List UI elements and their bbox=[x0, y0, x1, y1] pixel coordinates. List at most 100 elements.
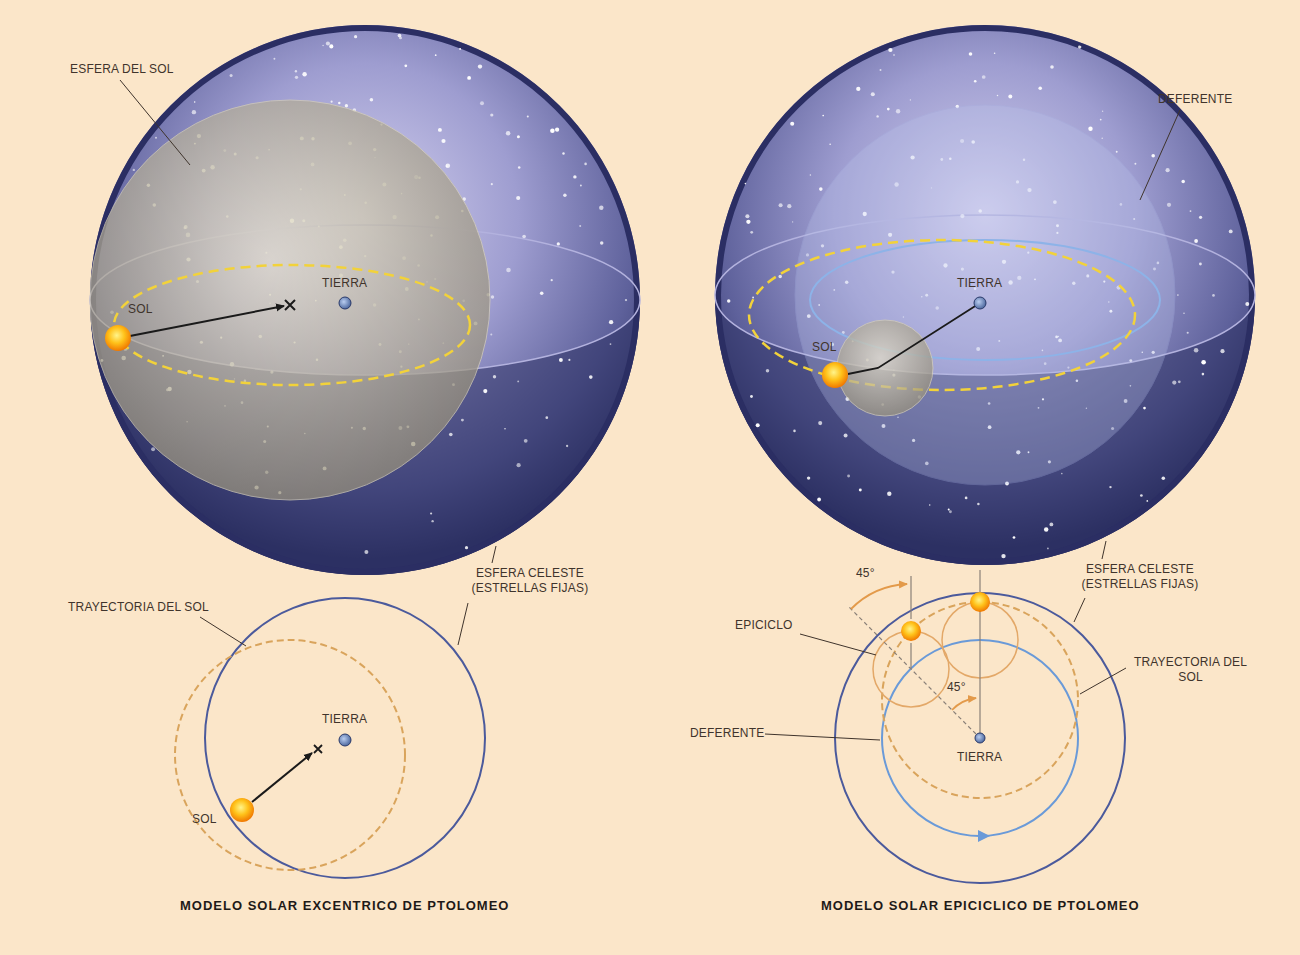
radius-arrow bbox=[130, 306, 284, 336]
star bbox=[524, 439, 528, 443]
star bbox=[817, 498, 821, 502]
star bbox=[949, 510, 952, 513]
star bbox=[819, 187, 823, 191]
star bbox=[527, 115, 529, 117]
star bbox=[1008, 94, 1012, 98]
star bbox=[404, 64, 407, 67]
sun-path bbox=[114, 265, 470, 385]
star bbox=[435, 54, 437, 56]
star bbox=[338, 102, 340, 104]
star bbox=[779, 203, 783, 207]
star bbox=[1190, 210, 1192, 212]
star bbox=[1245, 302, 1249, 306]
leader-lines bbox=[120, 80, 1180, 740]
star bbox=[1109, 486, 1111, 488]
sun bbox=[901, 621, 921, 641]
star bbox=[568, 359, 570, 361]
part-label: TIERRA bbox=[957, 276, 1002, 291]
star bbox=[745, 214, 749, 218]
star bbox=[540, 292, 544, 296]
star bbox=[133, 169, 135, 171]
star bbox=[750, 231, 753, 234]
star bbox=[599, 205, 603, 209]
star bbox=[887, 108, 890, 111]
star bbox=[322, 45, 324, 47]
star bbox=[822, 115, 824, 117]
reference-line bbox=[910, 643, 911, 669]
star bbox=[446, 163, 451, 168]
star bbox=[929, 504, 931, 506]
star bbox=[516, 196, 520, 200]
leader-line bbox=[1074, 598, 1085, 622]
star bbox=[856, 87, 860, 91]
star bbox=[478, 64, 482, 68]
star bbox=[1183, 313, 1184, 314]
star bbox=[364, 550, 368, 554]
star bbox=[504, 428, 505, 429]
star bbox=[1049, 522, 1053, 526]
star bbox=[997, 95, 999, 97]
star bbox=[859, 488, 862, 491]
sun bbox=[970, 592, 990, 612]
part-label: TIERRA bbox=[322, 276, 367, 291]
part-label: SOL bbox=[192, 812, 217, 827]
star bbox=[829, 143, 831, 145]
star bbox=[969, 52, 973, 56]
star bbox=[295, 76, 298, 79]
star bbox=[550, 129, 555, 134]
star bbox=[431, 520, 433, 522]
star bbox=[562, 152, 564, 154]
star bbox=[745, 183, 747, 185]
part-label: ESFERA DEL SOL bbox=[70, 62, 174, 77]
center-mark bbox=[314, 745, 322, 753]
star bbox=[610, 343, 612, 345]
star bbox=[506, 131, 511, 136]
star bbox=[807, 476, 810, 479]
leader-line bbox=[1140, 110, 1180, 200]
star bbox=[194, 101, 195, 102]
star bbox=[1199, 216, 1202, 219]
part-label: ESFERA CELESTE (ESTRELLAS FIJAS) bbox=[455, 566, 605, 596]
figure-caption: MODELO SOLAR EXCENTRICO DE PTOLOMEO bbox=[180, 898, 509, 913]
star bbox=[1050, 65, 1054, 69]
earth bbox=[975, 733, 985, 743]
star bbox=[192, 110, 196, 114]
part-label: TIERRA bbox=[957, 750, 1002, 765]
part-label: DEFERENTE bbox=[1158, 92, 1232, 107]
celestial-sphere bbox=[90, 25, 640, 575]
star bbox=[750, 395, 753, 398]
star bbox=[1187, 332, 1189, 334]
star bbox=[965, 497, 968, 500]
part-label: ESFERA CELESTE (ESTRELLAS FIJAS) bbox=[1065, 562, 1215, 592]
star bbox=[295, 70, 297, 72]
star bbox=[948, 509, 950, 511]
part-label: SOL bbox=[128, 302, 153, 317]
star bbox=[563, 193, 566, 196]
angle-arc bbox=[851, 584, 907, 609]
leader-line bbox=[492, 546, 496, 563]
star bbox=[1202, 373, 1205, 376]
star bbox=[517, 380, 519, 382]
sun-path bbox=[175, 640, 405, 870]
star bbox=[1162, 477, 1166, 481]
star bbox=[438, 128, 442, 132]
part-label: SOL bbox=[812, 340, 837, 355]
star bbox=[566, 445, 568, 447]
star bbox=[579, 225, 581, 227]
star bbox=[1172, 381, 1176, 385]
star bbox=[790, 122, 794, 126]
star bbox=[491, 295, 494, 298]
sun bbox=[230, 798, 254, 822]
star bbox=[441, 139, 445, 143]
center-mark bbox=[285, 300, 295, 310]
star bbox=[326, 41, 330, 45]
star bbox=[430, 512, 432, 514]
star bbox=[1088, 126, 1092, 130]
star bbox=[1038, 86, 1042, 90]
star bbox=[480, 101, 484, 105]
reference-line bbox=[910, 576, 911, 619]
star bbox=[1044, 527, 1048, 531]
star bbox=[273, 58, 275, 60]
star bbox=[1100, 119, 1102, 121]
